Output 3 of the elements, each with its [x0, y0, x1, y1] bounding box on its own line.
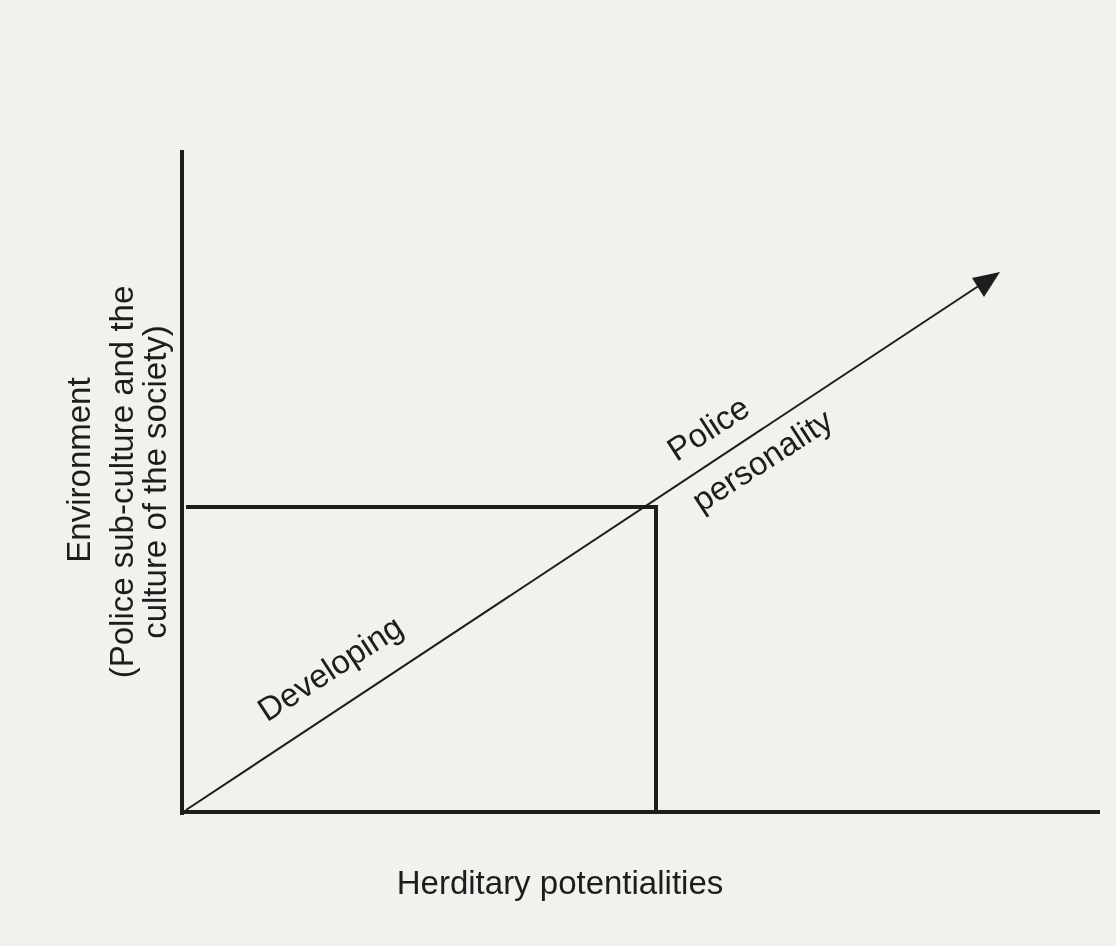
y-axis-title: Environment — [59, 377, 97, 563]
y-axis-subtitle: (Police sub-culture and the culture of the society) — [103, 285, 173, 679]
x-axis-title: Herditary potentialities — [396, 863, 724, 901]
